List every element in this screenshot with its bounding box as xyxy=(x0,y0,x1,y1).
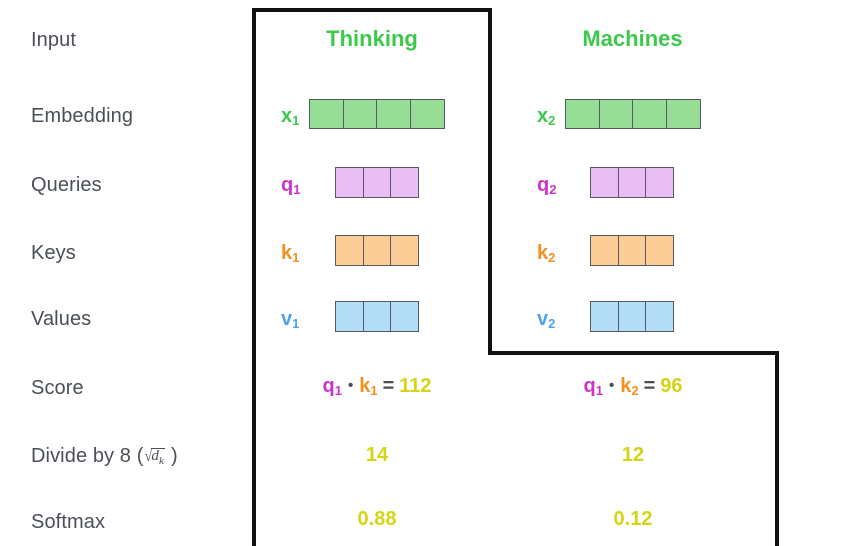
vector-label-x1-sub: 1 xyxy=(292,113,300,128)
score-result-col2: 96 xyxy=(660,375,683,397)
row-label-input: Input xyxy=(31,29,76,51)
row-label-queries: Queries xyxy=(31,174,102,196)
softmax-result-col2: 0.12 xyxy=(613,508,653,530)
vector-strip-q2 xyxy=(590,167,674,198)
vector-cell xyxy=(590,301,619,332)
vector-cell xyxy=(590,235,619,266)
vector-cell xyxy=(335,167,364,198)
divide-result-col2: 12 xyxy=(621,444,645,466)
vector-cell xyxy=(590,167,619,198)
outline-left-edge xyxy=(252,8,256,546)
radicand-d: d xyxy=(151,448,159,464)
vector-cell xyxy=(645,167,674,198)
vector-label-k2-base: k xyxy=(537,242,549,264)
vector-label-k1-sub: 1 xyxy=(292,250,300,265)
vector-label-v2: v2 xyxy=(537,308,556,331)
vector-label-q2-base: q xyxy=(537,174,550,196)
outline-top-edge xyxy=(252,8,492,12)
vector-cell xyxy=(362,301,392,332)
vector-strip-x1 xyxy=(309,99,445,129)
vector-strip-k2 xyxy=(590,235,674,266)
vector-label-x2: x2 xyxy=(537,105,556,128)
score-expression-col2: q1 • k2=96 xyxy=(528,375,738,398)
equals-sign: = xyxy=(382,375,395,397)
column-header-machines: Machines xyxy=(582,26,683,51)
vector-cell xyxy=(309,99,344,129)
outline-step-edge xyxy=(488,351,779,355)
row-label-embedding: Embedding xyxy=(31,105,134,127)
vector-strip-q1 xyxy=(335,167,419,198)
vector-label-v2-base: v xyxy=(537,308,549,330)
vector-label-q1-base: q xyxy=(281,174,294,196)
row-label-softmax: Softmax xyxy=(31,511,106,533)
vector-label-k2-sub: 2 xyxy=(548,250,556,265)
vector-cell xyxy=(390,301,419,332)
column-header-thinking: Thinking xyxy=(326,26,418,51)
score-expression-col1: q1 • k1=112 xyxy=(272,375,482,398)
vector-strip-k1 xyxy=(335,235,419,266)
sqrt-dk-expression: √dk xyxy=(143,448,165,468)
score-k-label: k1 xyxy=(359,375,378,398)
vector-label-q1-sub: 1 xyxy=(293,182,301,197)
vector-cell xyxy=(645,301,674,332)
vector-cell xyxy=(598,99,634,129)
score-k-label: k2 xyxy=(620,375,639,398)
score-q-label: q1 xyxy=(583,375,603,398)
divide-label-text: Divide by 8 ( xyxy=(31,445,144,467)
vector-label-x1: x1 xyxy=(281,105,300,128)
equals-sign: = xyxy=(643,375,656,397)
vector-cell xyxy=(335,301,364,332)
vector-strip-v2 xyxy=(590,301,674,332)
outline-lower-right-edge xyxy=(775,351,779,546)
vector-label-x2-base: x xyxy=(537,105,549,127)
vector-cell xyxy=(645,235,674,266)
vector-label-x2-sub: 2 xyxy=(548,113,556,128)
vector-label-v2-sub: 2 xyxy=(548,316,556,331)
radicand-subscript-k: k xyxy=(158,455,164,467)
vector-label-q2: q2 xyxy=(537,174,557,197)
row-label-score: Score xyxy=(31,377,84,399)
score-result-col1: 112 xyxy=(399,375,432,397)
vector-label-x1-base: x xyxy=(281,105,293,127)
vector-cell xyxy=(390,235,419,266)
vector-label-k2: k2 xyxy=(537,242,556,265)
vector-cell xyxy=(665,99,701,129)
vector-label-v1-sub: 1 xyxy=(292,316,300,331)
vector-strip-v1 xyxy=(335,301,419,332)
row-label-divide-by-8: Divide by 8 (√dk) xyxy=(31,446,178,469)
vector-cell xyxy=(335,235,364,266)
vector-cell xyxy=(390,167,419,198)
vector-cell xyxy=(632,99,667,129)
score-q-label: q1 xyxy=(322,375,342,398)
vector-label-k1-base: k xyxy=(281,242,293,264)
vector-cell xyxy=(376,99,411,129)
vector-label-v1-base: v xyxy=(281,308,293,330)
divide-label-close-paren: ) xyxy=(170,445,178,467)
vector-label-q1: q1 xyxy=(281,174,301,197)
vector-label-q2-sub: 2 xyxy=(549,182,557,197)
vector-cell xyxy=(565,99,600,129)
vector-strip-x2 xyxy=(565,99,701,129)
vector-cell xyxy=(617,301,647,332)
outline-upper-right-edge xyxy=(488,8,492,355)
dot-product-icon: • xyxy=(347,377,354,394)
vector-cell xyxy=(362,167,392,198)
dot-product-icon: • xyxy=(608,377,615,394)
vector-cell xyxy=(617,235,647,266)
vector-cell xyxy=(342,99,378,129)
vector-cell xyxy=(617,167,647,198)
vector-cell xyxy=(409,99,445,129)
row-label-keys: Keys xyxy=(31,242,76,264)
softmax-result-col1: 0.88 xyxy=(357,508,397,530)
radical-sign: √ xyxy=(145,448,153,465)
vector-label-k1: k1 xyxy=(281,242,300,265)
row-label-values: Values xyxy=(31,308,92,330)
divide-result-col1: 14 xyxy=(365,444,389,466)
vector-label-v1: v1 xyxy=(281,308,300,331)
vector-cell xyxy=(362,235,392,266)
